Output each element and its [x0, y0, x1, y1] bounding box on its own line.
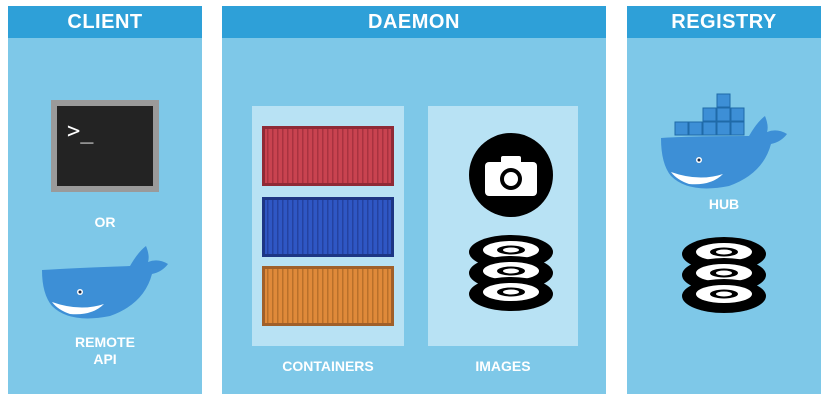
- terminal-icon: >_: [51, 100, 159, 192]
- daemon-title: DAEMON: [222, 6, 606, 38]
- client-panel: CLIENT >_ OR REMOTE API: [8, 6, 202, 394]
- images-subpanel: [428, 106, 578, 346]
- client-title: CLIENT: [8, 6, 202, 38]
- remote-api-label: REMOTE API: [8, 334, 202, 368]
- images-label: IMAGES: [475, 358, 531, 374]
- camera-icon: [468, 132, 554, 218]
- containers-label: CONTAINERS: [282, 358, 374, 374]
- containers-subpanel: [252, 106, 404, 346]
- terminal-prompt: >_: [67, 119, 94, 144]
- remote-api-line1: REMOTE: [75, 334, 135, 350]
- hub-label: HUB: [708, 196, 740, 212]
- shipping-container-icon: [262, 197, 394, 257]
- registry-title: REGISTRY: [627, 6, 821, 38]
- docker-whale-icon: [40, 242, 170, 322]
- daemon-panel: DAEMON: [222, 6, 606, 394]
- disk-stack-icon: [681, 236, 767, 314]
- registry-panel: REGISTRY HUB: [627, 6, 821, 394]
- shipping-container-icon: [262, 266, 394, 326]
- or-label: OR: [94, 214, 116, 230]
- docker-whale-icon: [659, 92, 789, 192]
- shipping-container-icon: [262, 126, 394, 186]
- remote-api-line2: API: [93, 351, 117, 367]
- disk-stack-icon: [468, 234, 554, 312]
